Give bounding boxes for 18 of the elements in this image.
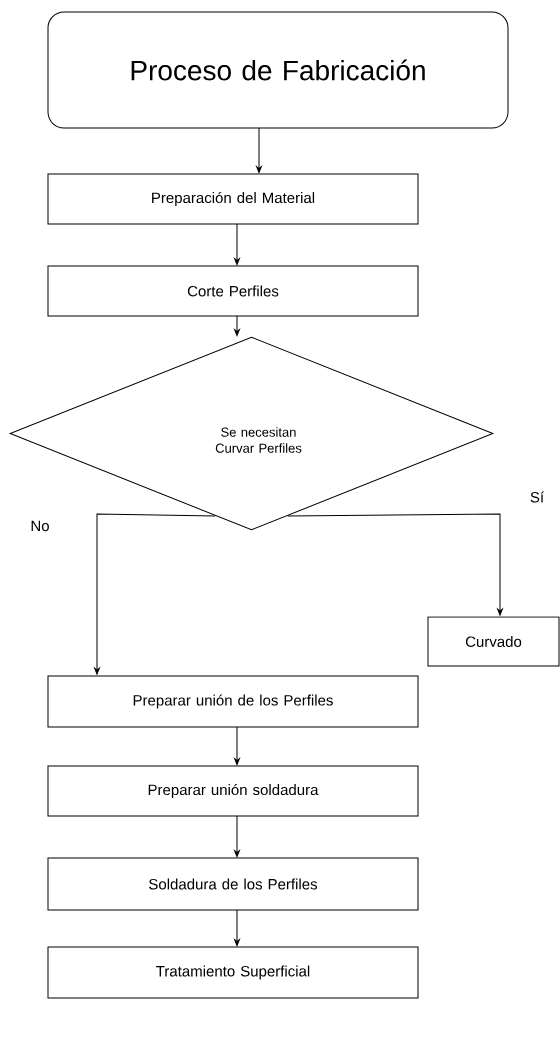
arrow [234,315,240,337]
process-box: Corte Perfiles [47,265,419,317]
edge-label: No [29,519,51,533]
process-box: Soldadura de los Perfiles [47,857,419,911]
arrow [234,223,240,266]
process-box: Preparar unión de los Perfiles [47,675,419,728]
arrow [287,513,503,616]
process-box: Preparar unión soldadura [47,765,419,817]
process-box: Curvado [427,616,560,667]
edge-label: Sí [528,490,546,504]
arrow [94,513,216,675]
arrow [234,815,240,858]
arrow [234,726,240,766]
process-box: Preparación del Material [47,173,419,225]
process-box: Tratamiento Superficial [47,946,419,999]
arrow [234,909,240,947]
arrow [256,127,262,174]
start-box: Proceso de Fabricación [47,11,509,129]
